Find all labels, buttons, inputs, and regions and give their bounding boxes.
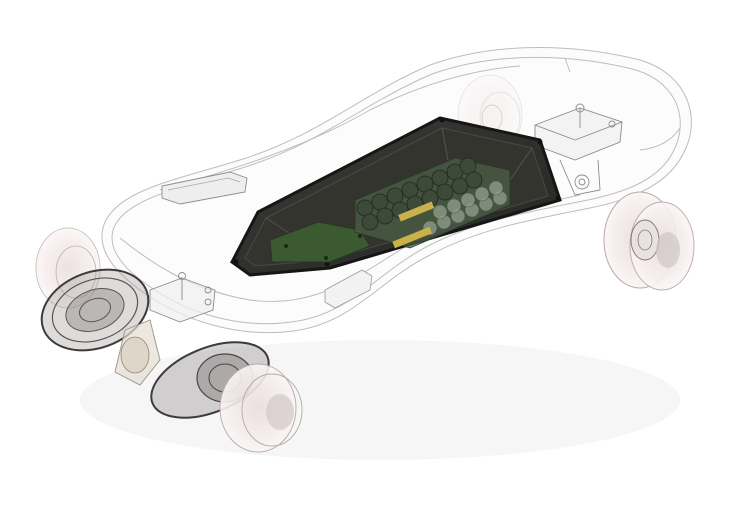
wheel-left-near [219, 363, 303, 453]
grip-handle-lower [324, 269, 373, 309]
front-truck-baseplate [149, 272, 216, 323]
battery-pack [354, 157, 511, 249]
controller-pcb [269, 221, 371, 263]
motor-left-upper [40, 268, 150, 352]
grip-handle [161, 171, 248, 205]
wheel-right-near [603, 191, 695, 291]
motor-left-mount [114, 319, 161, 386]
